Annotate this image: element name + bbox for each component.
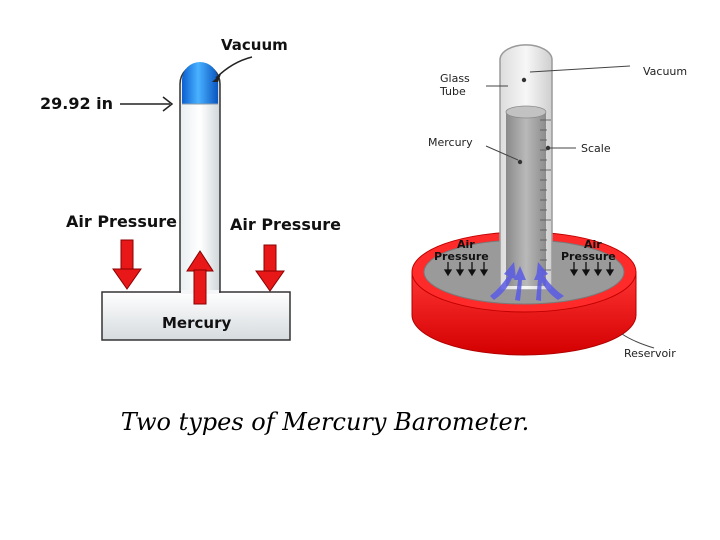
vacuum-pointer [215,56,253,79]
air-pressure-arrow-left [112,239,142,290]
air-pressure-left-label: Air Pressure [66,212,177,231]
pressure-flow-arrows [490,262,564,301]
reservoir-label: Reservoir [624,347,676,360]
scale-label: Scale [581,142,611,155]
mercury-label: Mercury [162,314,231,332]
figure-caption: Two types of Mercury Barometer. [120,408,530,436]
mercury-label-right: Mercury [428,136,473,149]
scale-ticks [540,119,551,271]
glass-tube-label-line1: Glass [440,72,470,85]
vacuum-region [182,62,218,104]
air-pressure-right-line1: Air [584,238,602,251]
mercury-column [506,106,546,286]
air-pressure-arrows-left [443,262,489,277]
height-reading-label: 29.92 in [40,94,113,113]
simple-barometer: Vacuum 29.92 in Air Pressure Air Pressur… [40,36,341,341]
air-pressure-right-line2: Pressure [561,250,616,263]
air-pressure-arrows-right [569,262,615,277]
scale-dot [545,145,551,151]
air-pressure-left-line2: Pressure [434,250,489,263]
vacuum-label: Vacuum [221,36,288,54]
air-pressure-right-label: Air Pressure [230,215,341,234]
mercury-rise-arrow [186,250,214,305]
tube-barometer: Glass Tube Vacuum Mercury Scale Air Pres… [411,44,687,360]
air-pressure-arrow-right [255,244,285,292]
vacuum-label-right: Vacuum [643,65,687,78]
vacuum-dot [521,77,527,83]
air-pressure-left-line1: Air [457,238,475,251]
mercury-dot [517,159,523,165]
glass-tube-label-line2: Tube [439,85,466,98]
